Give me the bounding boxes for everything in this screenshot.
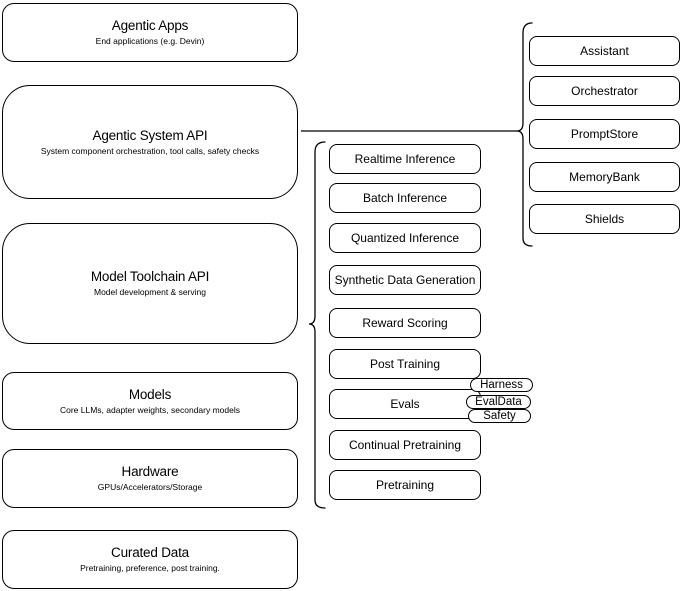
- box-label: Evals: [390, 397, 420, 411]
- box-title: Curated Data: [111, 545, 189, 561]
- box-title: Model Toolchain API: [90, 269, 210, 285]
- eval-tag-harness: Harness: [470, 378, 533, 392]
- box-label: Synthetic Data Generation: [334, 273, 476, 287]
- pill-label: Safety: [483, 410, 516, 422]
- box-label: MemoryBank: [569, 170, 640, 184]
- box-label: Assistant: [580, 44, 629, 58]
- eval-tag-safety: Safety: [468, 409, 531, 423]
- stack-box-hardware: Hardware GPUs/Accelerators/Storage: [2, 449, 298, 508]
- box-title: Models: [128, 386, 172, 402]
- component-box-shields: Shields: [529, 204, 680, 234]
- toolchain-box-continual-pretraining: Continual Pretraining: [329, 430, 481, 460]
- box-title: Agentic Apps: [111, 18, 189, 34]
- box-label: Reward Scoring: [362, 316, 448, 330]
- box-subtitle: System component orchestration, tool cal…: [40, 145, 260, 156]
- stack-box-agentic-apps: Agentic Apps End applications (e.g. Devi…: [2, 3, 298, 62]
- brace-system-components: [516, 22, 533, 247]
- box-subtitle: Model development & serving: [94, 287, 206, 298]
- box-label: Pretraining: [375, 478, 435, 492]
- stack-box-model-toolchain-api: Model Toolchain API Model development & …: [2, 223, 298, 344]
- component-box-promptstore: PromptStore: [529, 119, 680, 149]
- box-label: Post Training: [369, 357, 441, 371]
- box-label: Quantized Inference: [350, 231, 460, 245]
- brace-toolchain: [308, 141, 326, 509]
- stack-box-agentic-system-api: Agentic System API System component orch…: [2, 85, 298, 199]
- box-subtitle: End applications (e.g. Devin): [95, 36, 205, 47]
- toolchain-box-synthetic-data-generation: Synthetic Data Generation: [329, 265, 481, 295]
- box-label: Shields: [584, 212, 625, 226]
- toolchain-box-quantized-inference: Quantized Inference: [329, 223, 481, 253]
- pill-label: EvalData: [475, 396, 522, 408]
- component-box-orchestrator: Orchestrator: [529, 76, 680, 106]
- box-label: Realtime Inference: [354, 152, 456, 166]
- box-subtitle: Pretraining, preference, post training.: [80, 563, 220, 574]
- toolchain-box-realtime-inference: Realtime Inference: [329, 144, 481, 174]
- box-label: PromptStore: [570, 127, 639, 141]
- toolchain-box-reward-scoring: Reward Scoring: [329, 308, 481, 338]
- eval-tag-evaldata: EvalData: [466, 395, 531, 409]
- toolchain-box-evals: Evals: [329, 389, 481, 419]
- stack-box-curated-data: Curated Data Pretraining, preference, po…: [2, 530, 298, 589]
- component-box-assistant: Assistant: [529, 36, 680, 66]
- toolchain-box-pretraining: Pretraining: [329, 470, 481, 500]
- toolchain-box-batch-inference: Batch Inference: [329, 183, 481, 213]
- box-subtitle: GPUs/Accelerators/Storage: [97, 482, 203, 493]
- box-title: Agentic System API: [92, 127, 208, 143]
- box-label: Orchestrator: [571, 84, 638, 98]
- box-label: Batch Inference: [362, 191, 448, 205]
- box-title: Hardware: [121, 464, 179, 480]
- stack-box-models: Models Core LLMs, adapter weights, secon…: [2, 372, 298, 430]
- toolchain-box-post-training: Post Training: [329, 349, 481, 379]
- box-label: Continual Pretraining: [348, 438, 462, 452]
- box-subtitle: Core LLMs, adapter weights, secondary mo…: [59, 404, 240, 415]
- pill-label: Harness: [480, 379, 523, 391]
- component-box-memorybank: MemoryBank: [529, 162, 680, 192]
